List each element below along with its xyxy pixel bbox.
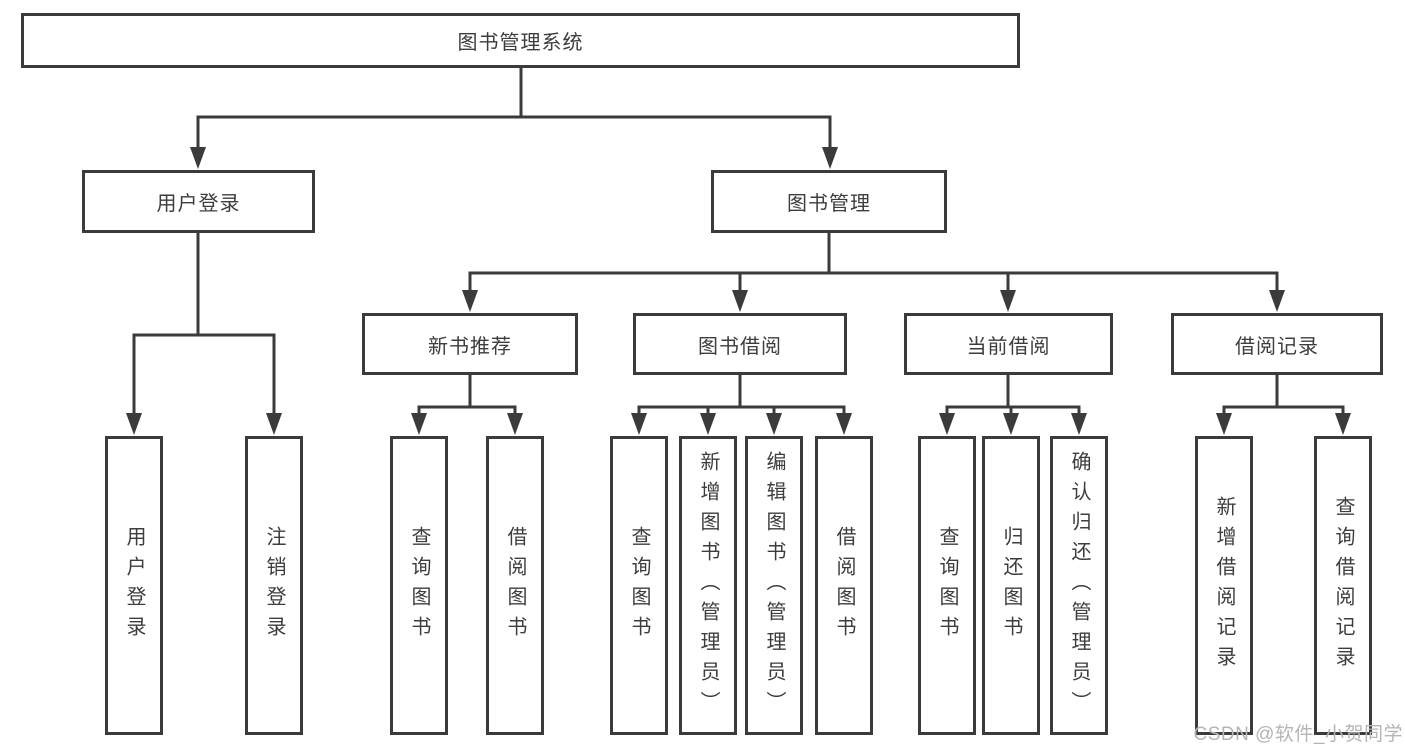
node-new-book-recommendation: 新书推荐 [362,313,578,375]
node-user-login-branch: 用户登录 [82,170,315,233]
csdn-watermark: CSDN @软件_小贺同学 [1193,724,1403,745]
connector-root-to-level2 [190,68,838,169]
node-leaf-confirm-return-admin: 确认归还（管理员） [1050,436,1108,735]
node-leaf-logout: 注销登录 [245,436,303,735]
node-book-management-branch: 图书管理 [711,170,947,233]
connector-current-borrowing [939,375,1087,435]
connector-book-management-branch [462,233,1285,312]
node-leaf-query-borrow-record: 查询借阅记录 [1314,436,1372,735]
node-leaf-query-books-recommend: 查询图书 [390,436,448,735]
node-leaf-query-books-borrow: 查询图书 [610,436,668,735]
connector-book-borrowing [631,375,852,435]
connector-borrowing-records [1216,375,1351,435]
node-book-borrowing: 图书借阅 [633,313,847,375]
node-leaf-query-books-current: 查询图书 [918,436,976,735]
node-library-management-system: 图书管理系统 [21,13,1020,68]
node-leaf-borrow-books-recommend: 借阅图书 [486,436,544,735]
node-leaf-add-borrow-record: 新增借阅记录 [1195,436,1253,735]
connector-user-login-branch [126,233,282,435]
node-leaf-edit-books-admin: 编辑图书（管理员） [745,436,803,735]
connector-new-book-recommendation [411,375,523,435]
node-leaf-borrow-books: 借阅图书 [815,436,873,735]
node-leaf-add-books-admin: 新增图书（管理员） [679,436,737,735]
node-borrowing-records: 借阅记录 [1171,313,1383,375]
node-leaf-return-books: 归还图书 [982,436,1040,735]
node-current-borrowing: 当前借阅 [904,313,1113,375]
node-leaf-user-login: 用户登录 [105,436,163,735]
